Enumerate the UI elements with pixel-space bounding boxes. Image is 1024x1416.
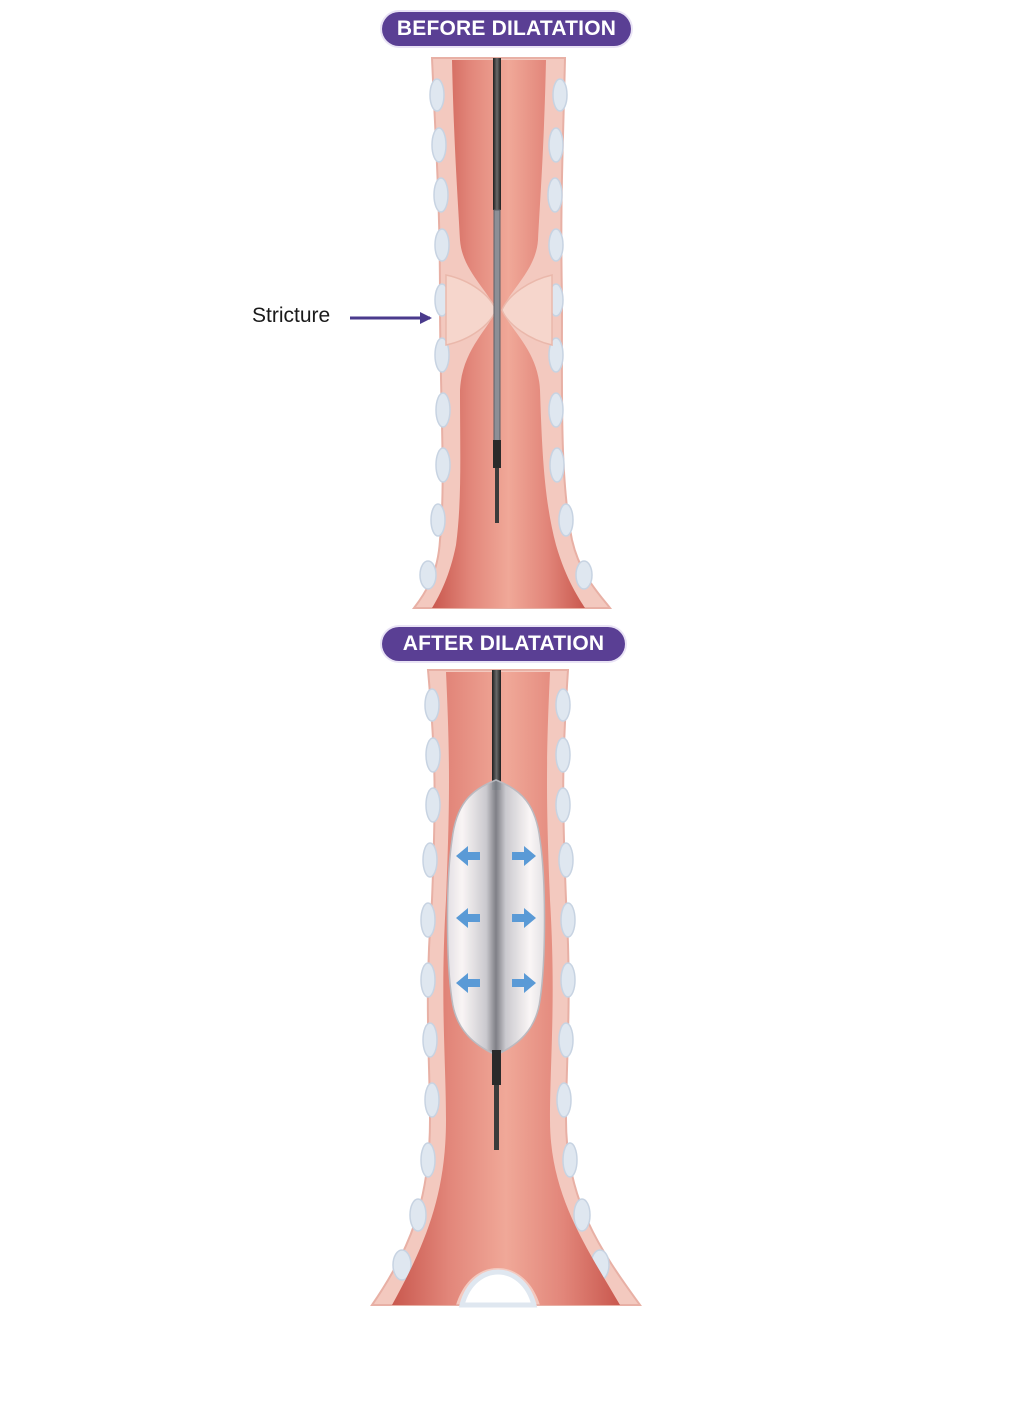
fat-cells-left-after: [392, 688, 441, 1281]
fat-cells-right-after: [555, 688, 610, 1281]
after-panel: [370, 669, 642, 1308]
blue-arrow-icon: [512, 846, 536, 866]
before-panel: [411, 57, 613, 609]
stricture-left: [445, 274, 497, 346]
catheter-shaft-after: [492, 670, 501, 790]
blue-arrow-icon: [456, 908, 480, 928]
guidewire: [495, 468, 499, 523]
stricture-right: [501, 274, 553, 346]
catheter-tip-band: [493, 440, 501, 468]
fat-cells-left: [419, 78, 451, 590]
expansion-arrows: [456, 846, 536, 993]
guidewire-after: [494, 1085, 499, 1150]
blue-arrow-icon: [456, 846, 480, 866]
deflated-balloon: [493, 209, 501, 446]
after-dilatation-label: AFTER DILATATION: [382, 627, 625, 661]
blue-arrow-icon: [512, 973, 536, 993]
catheter-tip-band-after: [492, 1050, 501, 1085]
before-dilatation-label: BEFORE DILATATION: [382, 12, 631, 46]
carina: [458, 1269, 538, 1308]
lumen-before: [432, 60, 585, 608]
blue-arrow-icon: [512, 908, 536, 928]
stricture-label: Stricture: [252, 304, 331, 327]
blue-arrow-icon: [456, 973, 480, 993]
catheter-shaft: [493, 58, 501, 210]
